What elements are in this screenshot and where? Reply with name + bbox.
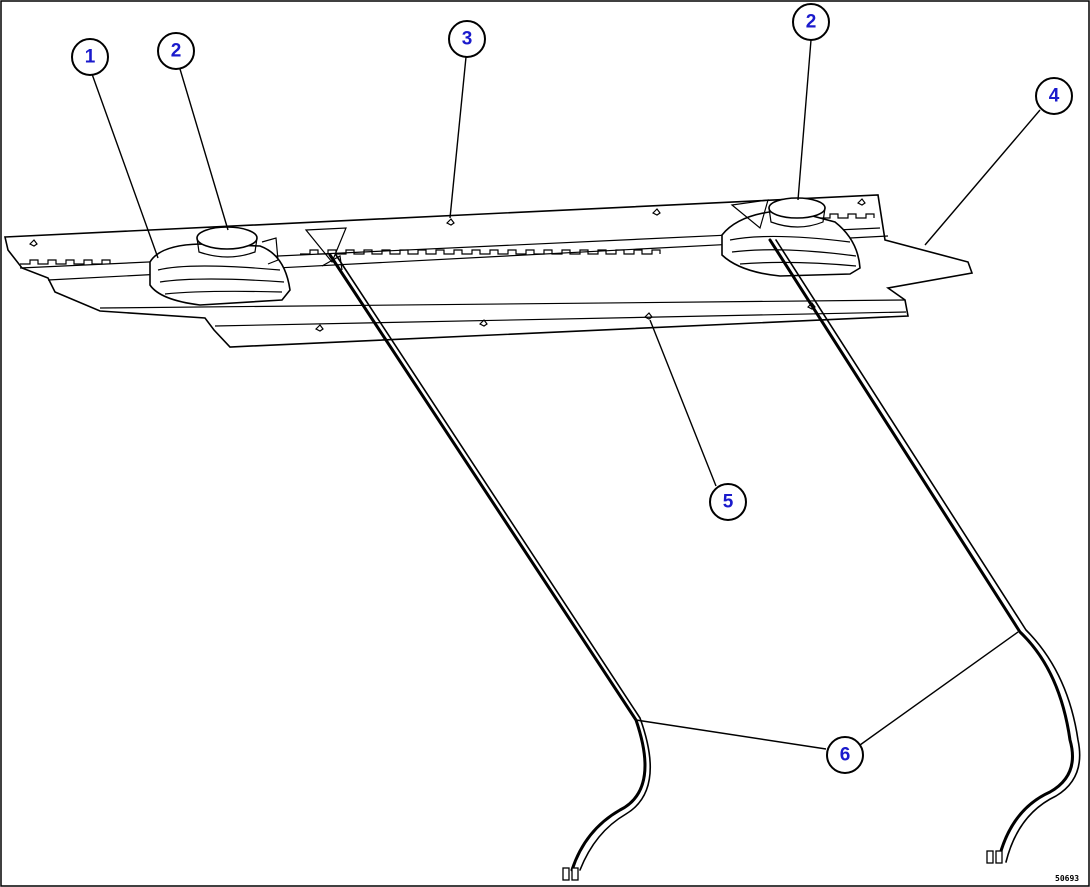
- drawing-code: 50693: [1055, 874, 1079, 883]
- callout-5-label: 5: [723, 492, 734, 513]
- speaker-cables: [328, 238, 1081, 881]
- callout-2-left: 2: [157, 32, 195, 70]
- callout-4-label: 4: [1049, 86, 1060, 107]
- callout-1: 1: [71, 38, 109, 76]
- left-speaker: [149, 226, 291, 306]
- callout-2-right: 2: [792, 3, 830, 41]
- callout-3: 3: [448, 20, 486, 58]
- right-speaker: [721, 197, 861, 277]
- mounting-strip: [20, 213, 875, 265]
- wire-clip: [304, 227, 347, 271]
- callout-3-label: 3: [462, 29, 473, 50]
- callout-2-right-label: 2: [806, 12, 817, 33]
- callout-5: 5: [709, 483, 747, 521]
- callout-1-label: 1: [85, 47, 96, 68]
- panel-clips: [28, 198, 866, 332]
- callout-4: 4: [1035, 77, 1073, 115]
- callout-2-left-label: 2: [171, 41, 182, 62]
- callout-6: 6: [826, 736, 864, 774]
- leader-lines: [91, 39, 1041, 750]
- callout-6-label: 6: [840, 745, 851, 766]
